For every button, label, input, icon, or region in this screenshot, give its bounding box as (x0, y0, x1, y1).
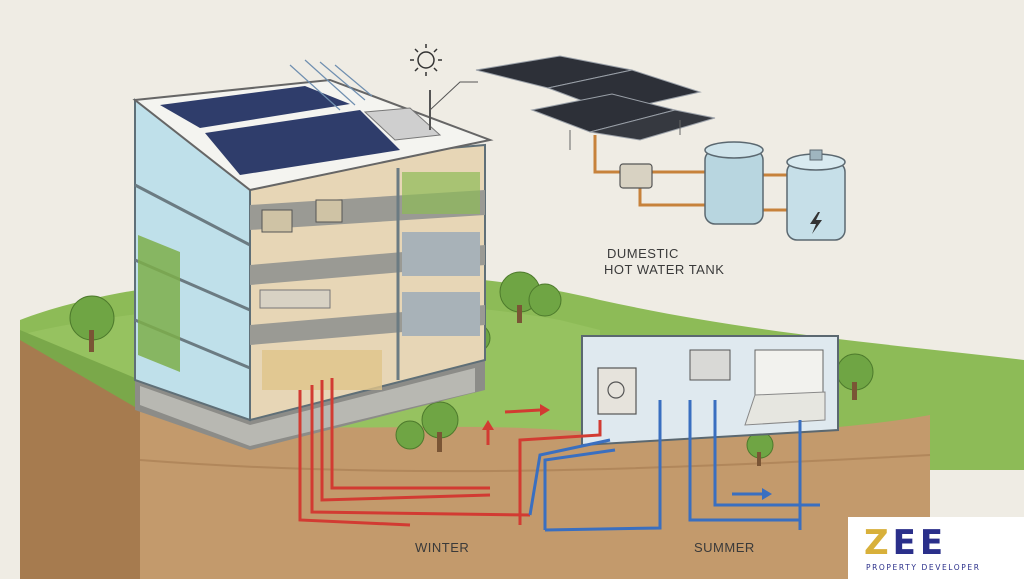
hot-pipes (298, 378, 602, 527)
plant-room (581, 335, 839, 447)
solar-array (475, 55, 716, 150)
lightning-icon (810, 212, 822, 234)
trees (69, 271, 874, 466)
tank-label-line1: DUMESTIC (607, 246, 679, 261)
building (132, 78, 494, 450)
sun-rays (289, 59, 373, 111)
logo-mark: ZEE (864, 523, 947, 563)
winter-label: WINTER (415, 540, 470, 555)
cold-pipes (528, 400, 820, 532)
tank-pipes (593, 135, 790, 212)
battery-tank (786, 149, 846, 241)
hot-water-tank (704, 141, 764, 225)
summer-label: SUMMER (694, 540, 755, 555)
tank-label-line2: HOT WATER TANK (604, 262, 725, 277)
logo-letters-ee: EE (892, 523, 948, 563)
logo-letter-z: Z (864, 523, 893, 563)
sun-icon (410, 44, 442, 76)
logo-subtitle: PROPERTY DEVELOPER (866, 563, 981, 572)
heat-exchanger (619, 163, 653, 189)
flow-arrow-icon (482, 404, 772, 500)
company-logo: ZEE PROPERTY DEVELOPER (848, 517, 1024, 579)
